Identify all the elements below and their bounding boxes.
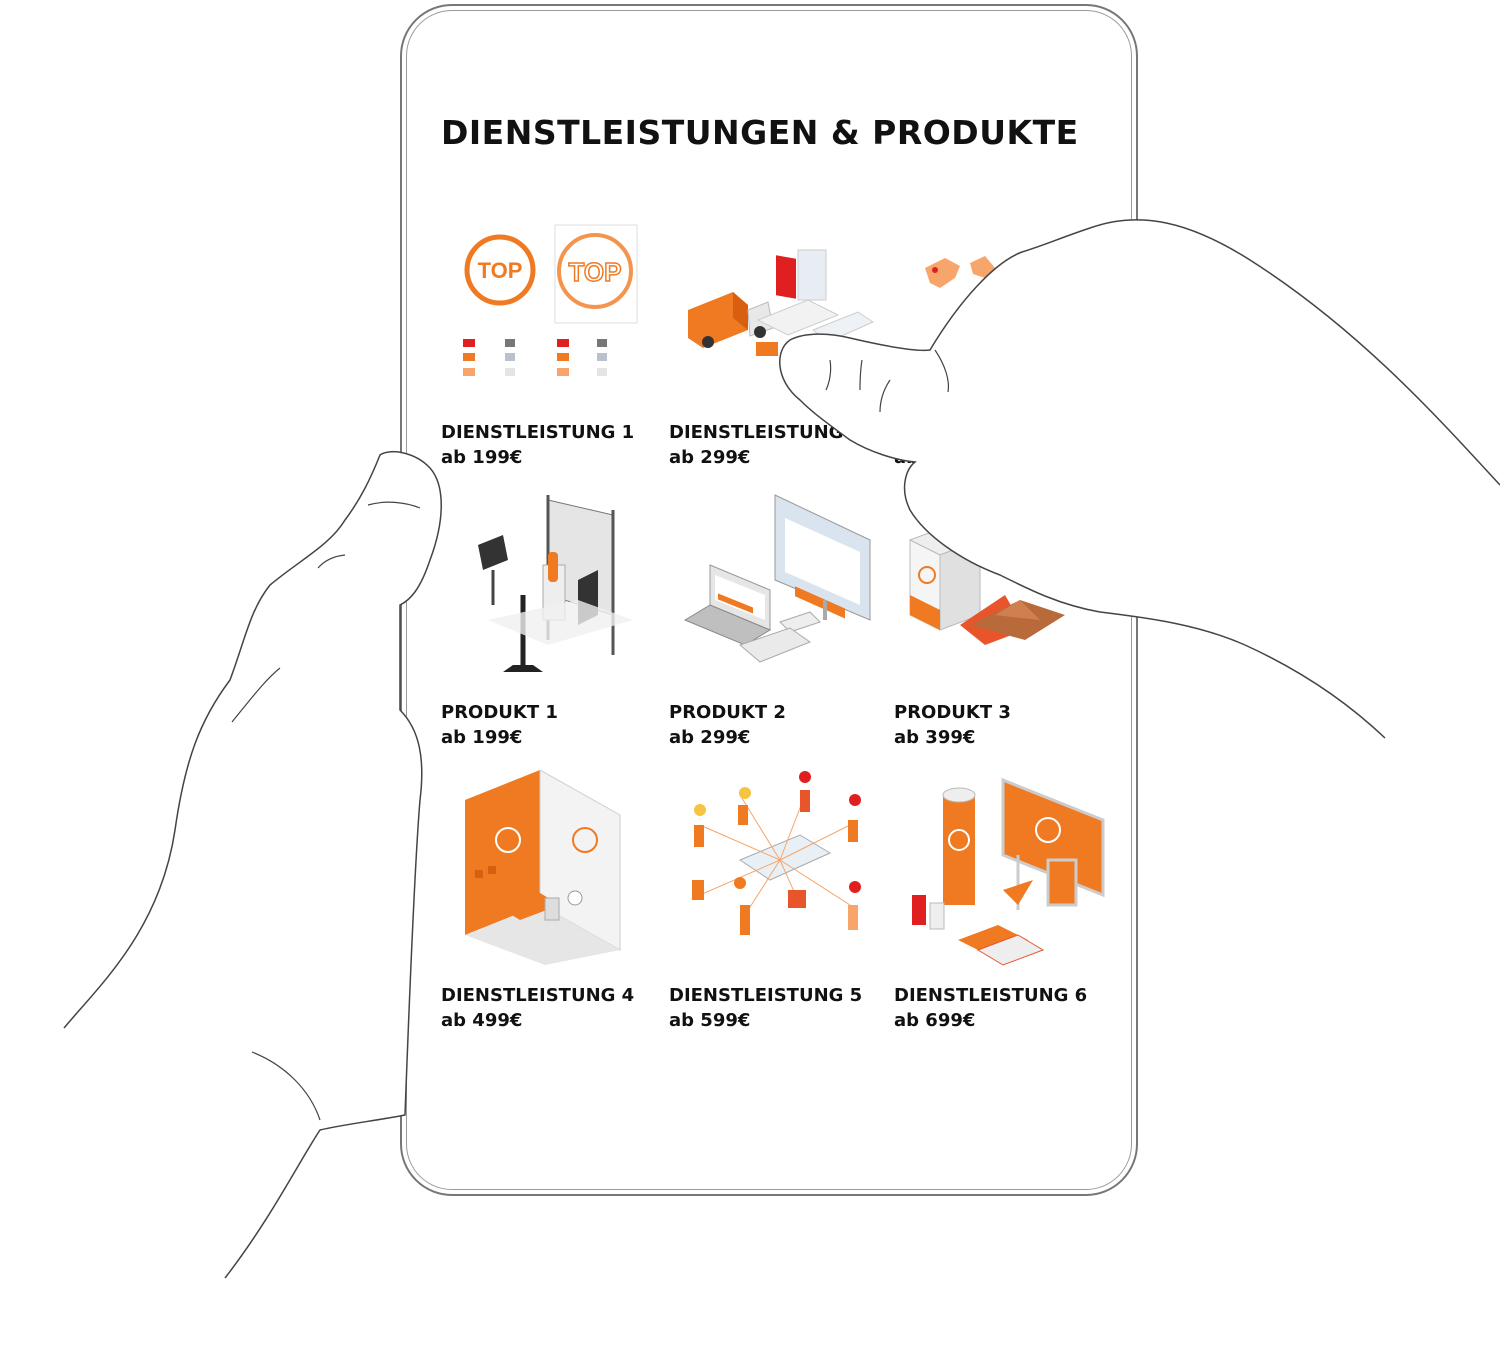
service-card-4[interactable]: DIENSTLEISTUNG 4 ab 499€	[441, 985, 661, 1035]
card-name: DIENSTLEISTUNG 3	[894, 422, 1088, 443]
page-title: DIENSTLEISTUNGEN & PRODUKTE	[441, 113, 1079, 152]
card-name: DIENSTLEISTUNG 1	[441, 422, 635, 443]
product-1-thumbnail[interactable]	[468, 490, 643, 675]
logo-text-grid: TOP	[569, 257, 622, 287]
card-name: PRODUKT 2	[669, 702, 786, 723]
card-name: DIENSTLEISTUNG 6	[894, 985, 1088, 1006]
card-price: ab 199€	[441, 727, 523, 748]
service-4-thumbnail[interactable]	[460, 770, 640, 965]
card-name: DIENSTLEISTUNG 2	[669, 422, 863, 443]
product-2-thumbnail[interactable]	[680, 490, 875, 680]
service-1-thumbnail[interactable]: TOP TOP	[455, 215, 645, 390]
logo-text: TOP	[478, 258, 523, 283]
card-price: ab 299€	[669, 727, 751, 748]
card-price: ab 699€	[894, 1010, 976, 1031]
service-card-3[interactable]: DIENSTLEISTUNG 3 ab 399€	[894, 422, 1114, 472]
service-6-thumbnail[interactable]	[908, 775, 1118, 970]
service-card-1[interactable]: DIENSTLEISTUNG 1 ab 199€	[441, 422, 661, 472]
card-price: ab 199€	[441, 447, 523, 468]
card-price: ab 499€	[441, 1010, 523, 1031]
product-3-thumbnail[interactable]	[905, 520, 1070, 650]
service-card-2[interactable]: DIENSTLEISTUNG 2 ab 299€	[669, 422, 889, 472]
card-name: PRODUKT 1	[441, 702, 558, 723]
card-name: DIENSTLEISTUNG 5	[669, 985, 863, 1006]
product-card-2[interactable]: PRODUKT 2 ab 299€	[669, 702, 889, 752]
product-card-3[interactable]: PRODUKT 3 ab 399€	[894, 702, 1114, 752]
product-card-1[interactable]: PRODUKT 1 ab 199€	[441, 702, 661, 752]
service-card-5[interactable]: DIENSTLEISTUNG 5 ab 599€	[669, 985, 889, 1035]
service-3-thumbnail[interactable]	[915, 248, 1025, 318]
card-price: ab 599€	[669, 1010, 751, 1031]
card-name: DIENSTLEISTUNG 4	[441, 985, 635, 1006]
card-price: ab 399€	[894, 447, 976, 468]
left-hand-icon	[63, 451, 442, 1279]
card-price: ab 399€	[894, 727, 976, 748]
card-name: PRODUKT 3	[894, 702, 1011, 723]
card-price: ab 299€	[669, 447, 751, 468]
service-2-thumbnail[interactable]	[678, 230, 878, 380]
service-card-6[interactable]: DIENSTLEISTUNG 6 ab 699€	[894, 985, 1114, 1035]
service-5-thumbnail[interactable]	[680, 765, 875, 950]
